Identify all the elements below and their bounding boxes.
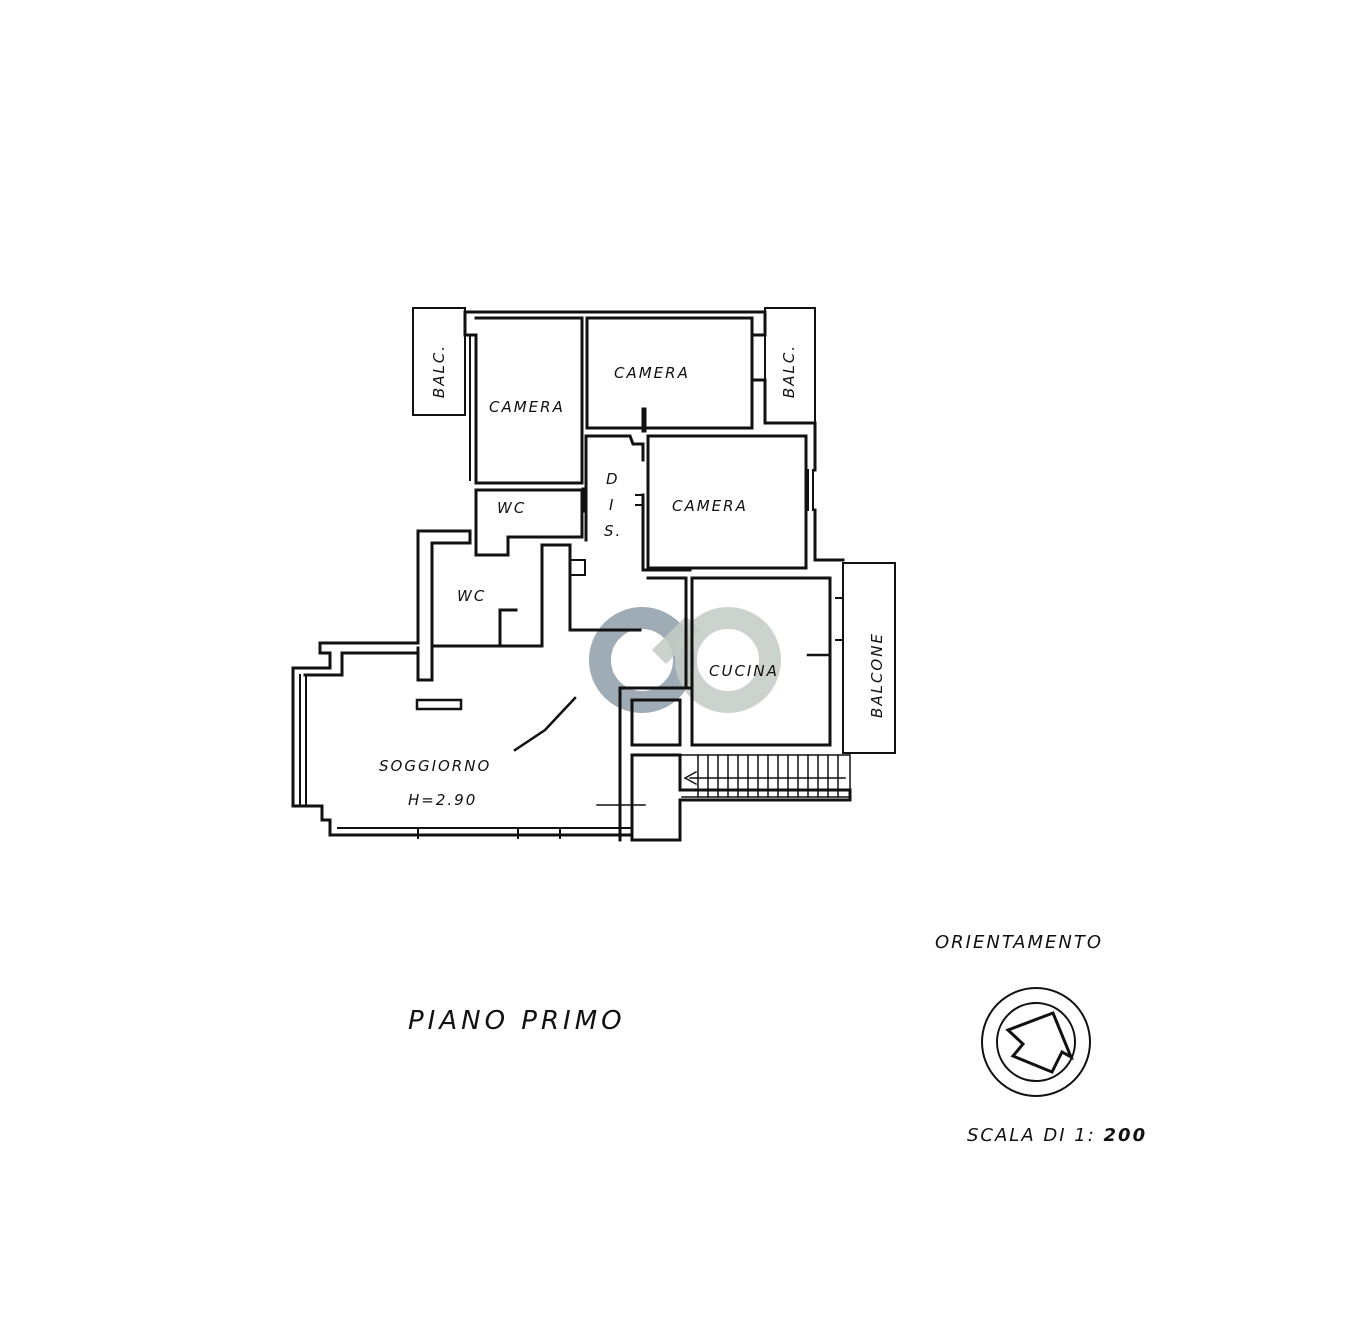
room-label-camera-2: CAMERA: [614, 364, 690, 382]
room-label-balcone: BALCONE: [867, 632, 886, 718]
soggiorno-walls: [318, 641, 434, 682]
scale-label-text: SCALA DI 1:: [967, 1125, 1096, 1146]
room-label-soggiorno: SOGGIORNO: [379, 757, 492, 775]
room-label-balc-right: BALC.: [780, 343, 799, 399]
orientation-compass-icon: [981, 987, 1091, 1097]
room-label-wc-2: WC: [457, 587, 487, 605]
room-height-note: H=2.90: [408, 791, 478, 809]
scale-value: 200: [1103, 1125, 1148, 1146]
room-label-balc-left: BALC.: [430, 343, 449, 399]
camera-3-walls: [646, 434, 808, 570]
soggiorno-fixture: [415, 698, 463, 711]
soggiorno-left-steps: [291, 641, 340, 837]
soggiorno-door-arc: [513, 696, 577, 752]
room-label-wc-1: WC: [497, 499, 527, 517]
camera-1-walls: [463, 310, 584, 485]
wc-2-walls: [416, 529, 642, 648]
corridor-walls: [584, 434, 645, 462]
camera-2-walls: [585, 316, 754, 430]
room-label-dis-1: D: [606, 470, 620, 488]
scale-label: SCALA DI 1: 200: [967, 1125, 1147, 1146]
left-balcony: [412, 307, 466, 416]
lower-hall-walls: [618, 686, 692, 842]
room-label-dis-2: I: [609, 496, 616, 514]
stairs: [681, 754, 851, 798]
room-label-dis-3: S.: [604, 522, 623, 540]
cucina-walls: [690, 576, 832, 747]
room-label-cucina: CUCINA: [709, 662, 779, 680]
room-label-camera-1: CAMERA: [489, 398, 565, 416]
orientation-label: ORIENTAMENTO: [935, 932, 1104, 953]
drawing-title: PIANO PRIMO: [408, 1006, 626, 1036]
balcone-outline: [842, 562, 896, 754]
room-label-camera-3: CAMERA: [672, 497, 748, 515]
